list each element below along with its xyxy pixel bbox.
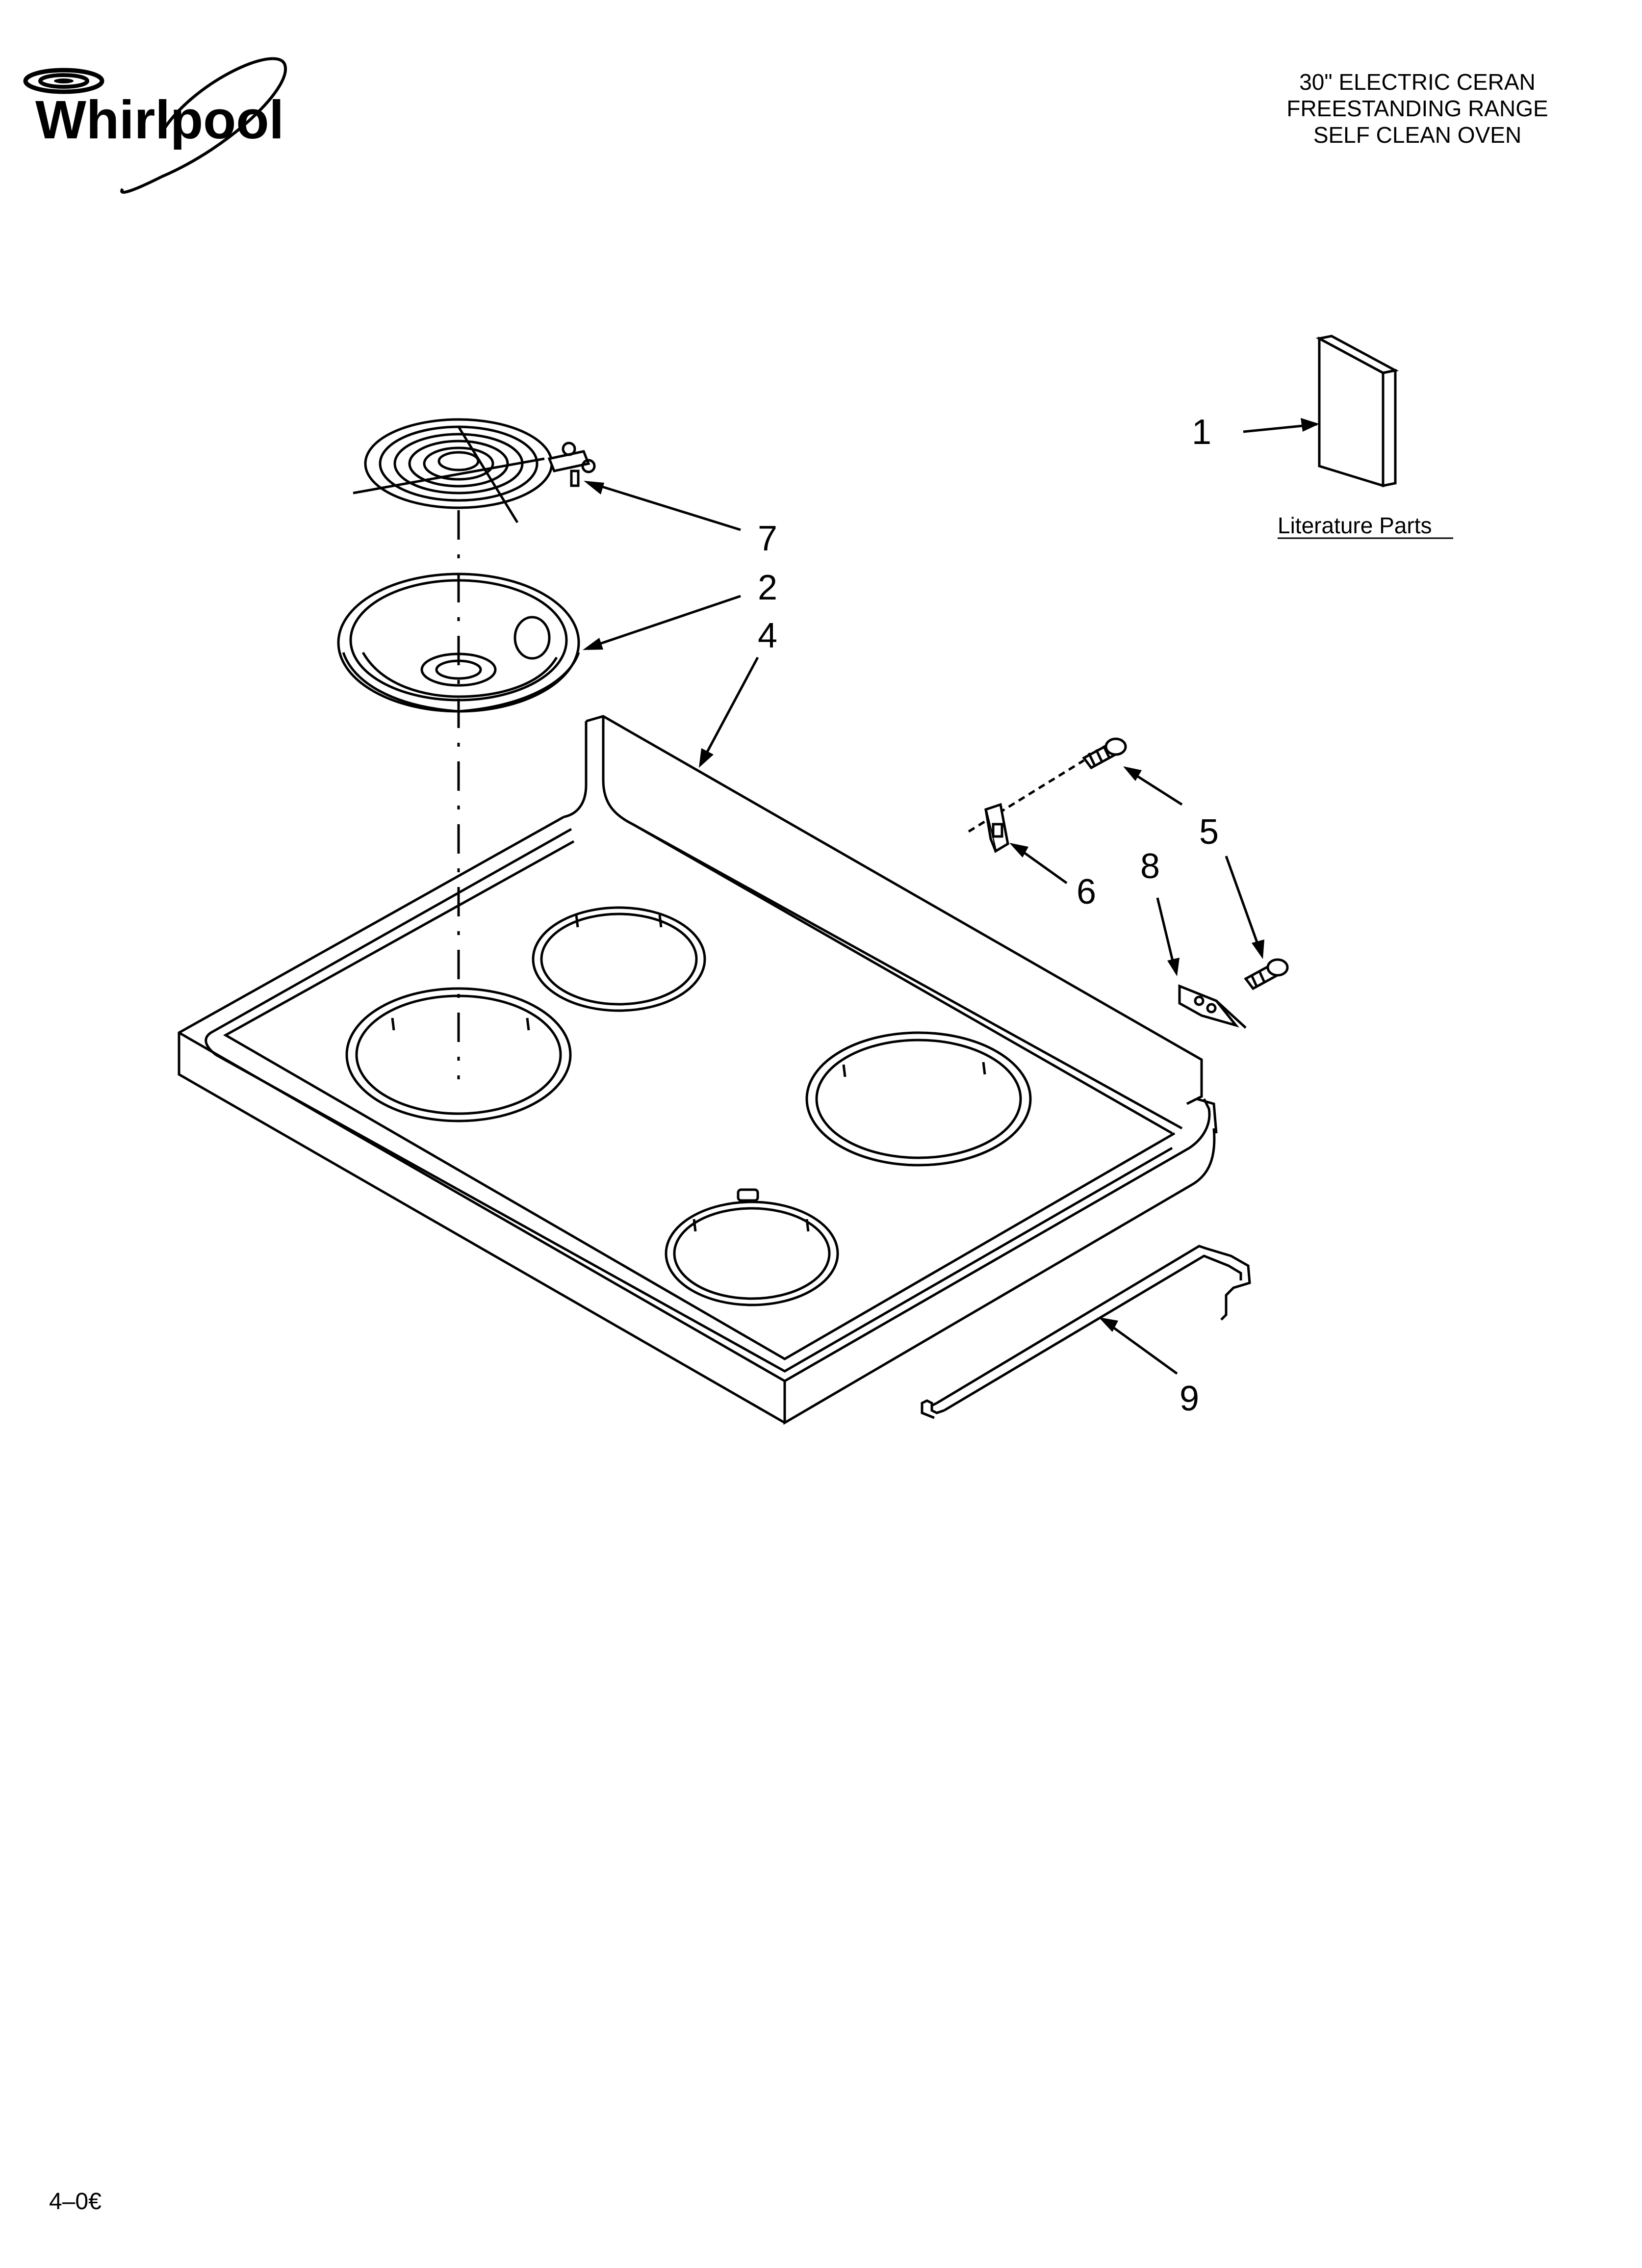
burner-opening-rear-left (532, 906, 706, 1012)
callout-8: 8 (1140, 847, 1160, 886)
burner-opening-front-right (665, 1200, 839, 1306)
callout-7: 7 (758, 519, 777, 558)
leader-9 (1105, 1321, 1178, 1375)
callout-1: 1 (1192, 413, 1211, 452)
callout-6: 6 (1077, 872, 1096, 912)
literature-parts-book (1243, 335, 1399, 488)
burner-opening-front-left (345, 987, 572, 1122)
title-line-3: SELF CLEAN OVEN (1313, 122, 1522, 148)
leader-2 (588, 595, 741, 649)
diagram-title-block: 30" ELECTRIC CERAN FREESTANDING RANGE SE… (1241, 69, 1594, 148)
callout-9: 9 (1180, 1379, 1199, 1418)
callout-4: 4 (758, 616, 777, 655)
surface-element-coil (353, 418, 596, 523)
burner-openings (345, 906, 1032, 1306)
screw-axis (968, 759, 1085, 833)
screw-top (1082, 737, 1127, 770)
callout-2: 2 (758, 568, 777, 607)
burner-opening-rear-right (805, 1031, 1032, 1167)
literature-parts-label: Literature Parts (1278, 513, 1432, 538)
logo-wordmark: Whirlpool (35, 90, 284, 150)
leader-4 (700, 656, 759, 764)
cooktop-main-top (178, 715, 1218, 1425)
leader-5-bottom (1225, 856, 1262, 952)
whirlpool-logo: Whirlpool (23, 57, 287, 194)
mounting-clip (984, 803, 1009, 853)
leader-7 (590, 482, 741, 531)
page-footer-code: 4–0€ (49, 2189, 102, 2215)
callout-5: 5 (1199, 812, 1219, 852)
terminal-bracket (1178, 984, 1247, 1029)
title-line-1: 30" ELECTRIC CERAN (1299, 69, 1536, 95)
leader-8 (1156, 897, 1176, 969)
rear-support-rod (921, 1245, 1251, 1419)
screw-bottom (1244, 958, 1289, 991)
title-line-2: FREESTANDING RANGE (1286, 96, 1548, 121)
